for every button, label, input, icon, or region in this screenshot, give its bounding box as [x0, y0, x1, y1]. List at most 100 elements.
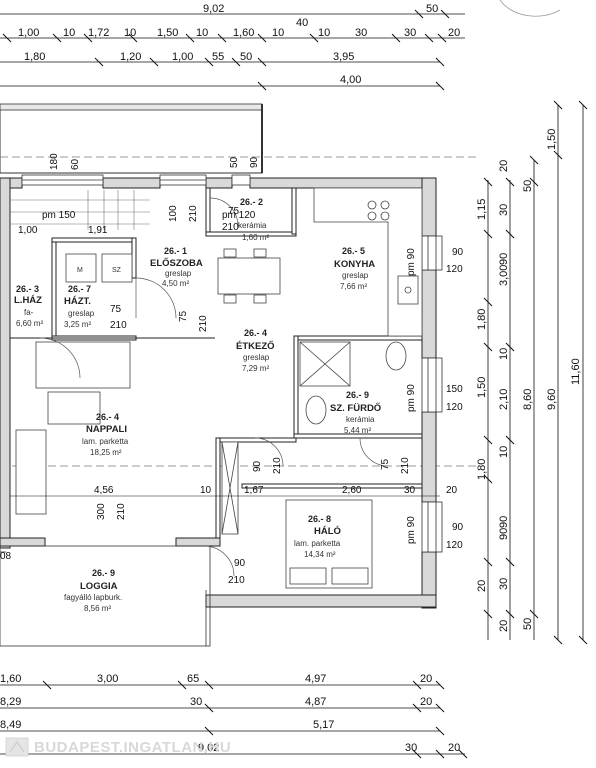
room-furdo-mat: kerámia	[346, 415, 375, 424]
lbl-90-kitchen: 90	[452, 247, 464, 258]
right-dimension-lines	[487, 105, 584, 640]
appliances: M SZ	[65, 253, 133, 283]
room-loggia-area: 8,56 m²	[84, 604, 111, 613]
lbl-30-mid: 30	[404, 485, 416, 496]
room-hazt-area: 3,25 m²	[64, 320, 91, 329]
bathroom-fixtures	[299, 341, 407, 425]
top-dim-20: 20	[448, 27, 460, 39]
bottom-dim-4-97: 4,97	[305, 673, 326, 685]
top-terrace	[0, 103, 480, 467]
room-lhaz-id: 26.- 3	[16, 284, 39, 294]
top-dimension-texts: 9,02 50 40 1,00 10 1,72 10 1,50 10 1,60 …	[18, 3, 460, 86]
top-dim-30: 30	[404, 27, 416, 39]
room-loggia-mat: fagyálló lapburk.	[64, 593, 122, 602]
lbl-210-hall: 210	[198, 315, 209, 332]
lbl-pm90-bed: pm 90	[406, 516, 417, 544]
room-etkezo-area: 7,29 m²	[242, 364, 269, 373]
bottom-dim-30-b: 30	[405, 742, 417, 754]
top-dim-55: 55	[212, 51, 224, 63]
lbl-2-60: 2,60	[342, 485, 362, 496]
right-dim-50-bot: 50	[522, 618, 534, 630]
right-dim-11-60: 11,60	[570, 358, 582, 385]
lbl-4-56: 4,56	[94, 485, 114, 496]
right-dim-90-b: 90	[498, 528, 510, 540]
lbl-300-loggia: 300	[96, 503, 107, 520]
top-dim-1-80: 1,80	[24, 51, 45, 63]
lbl-20-mid: 20	[446, 485, 458, 496]
room-loggia-id: 26.- 9	[92, 568, 115, 578]
room-nappali-name: NAPPALI	[86, 424, 127, 435]
lbl-1-91: 1,91	[88, 225, 108, 236]
bottom-dim-65: 65	[187, 673, 199, 685]
top-dim-4-00: 4,00	[340, 74, 361, 86]
lbl-210-pantry: 210	[110, 320, 127, 331]
bed	[285, 499, 373, 589]
lbl-10-mid: 10	[200, 485, 212, 496]
top-dim-1-20: 1,20	[120, 51, 141, 63]
right-dim-1-15-a: 1,15	[476, 199, 488, 220]
room-loggia-name: LOGGIA	[80, 581, 118, 592]
lbl-150-bath: 150	[446, 384, 463, 395]
staircase	[10, 190, 150, 230]
room-lhaz-mat: fa-	[24, 308, 34, 317]
right-dimension-texts: 11,60 9,60 1,50 8,60 50 20 30 90 90 30 5…	[476, 129, 582, 632]
top-dimension-ticks	[2, 9, 450, 91]
room-lhaz-area: 6,60 m²	[16, 319, 43, 328]
room-lhaz-name: L.HÁZ	[14, 295, 42, 306]
room-konyha-area: 7,66 m²	[340, 282, 367, 291]
right-dim-9-60: 9,60	[546, 389, 558, 410]
room-wc: 26.- 2 kerámia 1,60 m²	[238, 197, 269, 242]
bottom-dim-8-49: 8,49	[0, 719, 21, 731]
top-dim-1-50: 1,50	[157, 27, 178, 39]
lbl-90-loggia-door: 90	[234, 558, 246, 569]
right-dim-50-top: 50	[522, 180, 534, 192]
washing-machine-label: M	[77, 267, 83, 274]
room-etkezo-mat: greslap	[243, 353, 270, 362]
room-wc-area: 1,60 m²	[242, 233, 269, 242]
room-konyha-id: 26.- 5	[342, 246, 365, 256]
room-halo-area: 14,34 m²	[304, 550, 336, 559]
lbl-210-bed-door: 210	[400, 457, 411, 474]
room-etkezo: 26.- 4 ÉTKEZŐ greslap 7,29 m²	[236, 328, 275, 373]
room-hazt-id: 26.- 7	[68, 284, 91, 294]
top-dim-10-d: 10	[272, 27, 284, 39]
right-dim-8-60: 8,60	[522, 389, 534, 410]
lbl-pm90-bath: pm 90	[406, 384, 417, 412]
right-dim-3-00: 3,00	[498, 265, 510, 286]
room-halo-mat: lam. parketta	[294, 539, 341, 548]
lbl-50-top: 50	[229, 156, 240, 168]
top-dim-3-95: 3,95	[333, 51, 354, 63]
lbl-120-bed: 120	[446, 540, 463, 551]
top-dim-2-30: 30	[355, 27, 367, 39]
lbl-120-bath: 120	[446, 402, 463, 413]
bottom-dim-4-87: 4,87	[305, 696, 326, 708]
right-dim-20-top: 20	[498, 160, 510, 172]
top-dim-40: 40	[296, 17, 308, 29]
bottom-dim-5-17: 5,17	[313, 719, 334, 731]
top-windows	[21, 174, 251, 186]
lbl-75-hall: 75	[178, 310, 189, 322]
right-dim-1-50-b: 1,50	[476, 377, 488, 398]
bottom-dim-20-a: 20	[420, 673, 432, 685]
right-dim-1-50: 1,50	[546, 129, 558, 150]
lbl-210-a: 210	[188, 205, 199, 222]
room-hazt-mat: greslap	[68, 309, 95, 318]
room-halo-id: 26.- 8	[308, 514, 331, 524]
top-dim-1-00b: 1,00	[172, 51, 193, 63]
bottom-dimension-texts: 1,60 3,00 65 4,97 20 8,29 30 4,87 20 8,4…	[0, 673, 460, 754]
bottom-dim-30: 30	[190, 696, 202, 708]
room-furdo-id: 26.- 9	[346, 390, 369, 400]
room-nappali: 26.- 4 NAPPALI lam. parketta 18,25 m²	[82, 412, 129, 457]
right-dim-10-a: 10	[498, 348, 510, 360]
room-furdo-name: SZ. FÜRDŐ	[330, 402, 381, 414]
room-wc-id: 26.- 2	[240, 197, 263, 207]
door-labels: pm 150 pm 120 1,00 1,91 180 60 50 90 100…	[0, 153, 464, 586]
lbl-1-00: 1,00	[18, 225, 38, 236]
lbl-75-bed-door: 75	[380, 458, 391, 470]
lbl-pm90-kitchen: pm 90	[406, 248, 417, 276]
room-halo: 26.- 8 HÁLÓ lam. parketta 14,34 m²	[294, 514, 341, 559]
watermark: BUDAPEST.INGATLAN.HU	[5, 737, 231, 757]
top-dim-9-02: 9,02	[203, 3, 224, 15]
top-dim-10-a: 10	[63, 27, 75, 39]
top-right-arc	[499, 0, 561, 17]
